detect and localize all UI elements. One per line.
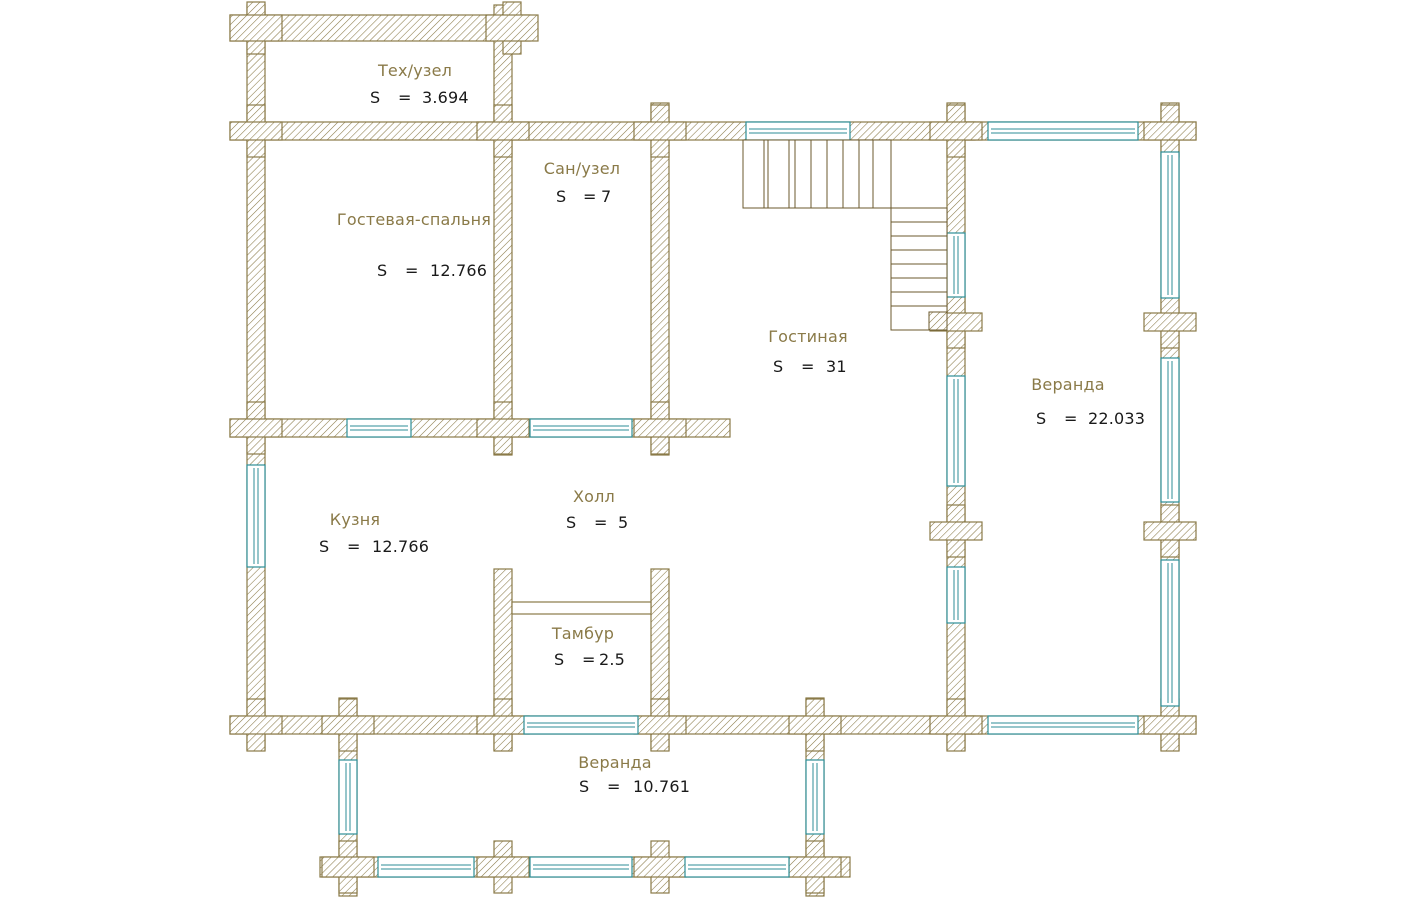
room-area: 2.5 bbox=[599, 650, 625, 669]
wall-segment bbox=[229, 121, 976, 141]
window-pane bbox=[987, 715, 1139, 735]
wall-segment bbox=[321, 715, 375, 735]
stair-newel bbox=[928, 311, 948, 331]
wall-segment bbox=[476, 418, 530, 438]
room-area: 5 bbox=[618, 513, 628, 532]
room-label-veranda-right: Веранда S = 22.033 bbox=[1031, 375, 1145, 428]
wall-segment bbox=[633, 121, 687, 141]
area-prefix: S bbox=[554, 650, 564, 669]
room-area: 7 bbox=[601, 187, 611, 206]
window-pane bbox=[946, 375, 966, 487]
wall-segment bbox=[1143, 715, 1197, 735]
wall-segment bbox=[321, 856, 375, 878]
room-label-hall: Холл S = 5 bbox=[566, 487, 628, 532]
area-equals: = bbox=[594, 513, 608, 532]
window-pane bbox=[346, 418, 412, 438]
window-pane bbox=[987, 121, 1139, 141]
room-label-tech: Тех/узел S = 3.694 bbox=[370, 61, 469, 107]
window-pane bbox=[1160, 559, 1180, 707]
room-area: 10.761 bbox=[633, 777, 690, 796]
wall-segment bbox=[929, 521, 983, 541]
window-pane bbox=[1160, 151, 1180, 299]
window-pane bbox=[684, 856, 790, 878]
room-area: 12.766 bbox=[372, 537, 429, 556]
room-area: 3.694 bbox=[422, 88, 469, 107]
room-name: Веранда bbox=[1031, 375, 1105, 394]
windows bbox=[246, 121, 1180, 878]
stair-flight-lower bbox=[890, 207, 948, 331]
wall-segment bbox=[485, 14, 539, 42]
wall-segment bbox=[929, 715, 983, 735]
area-equals: = bbox=[582, 650, 596, 669]
window-pane bbox=[1160, 357, 1180, 503]
room-label-living: Гостиная S = 31 bbox=[768, 327, 848, 376]
area-equals: = bbox=[583, 187, 597, 206]
room-name: Тех/узел bbox=[377, 61, 452, 80]
window-pane bbox=[377, 856, 475, 878]
area-prefix: S bbox=[556, 187, 566, 206]
room-name: Холл bbox=[573, 487, 615, 506]
window-pane bbox=[946, 566, 966, 624]
area-prefix: S bbox=[319, 537, 329, 556]
window-pane bbox=[523, 715, 639, 735]
wall-segment bbox=[493, 4, 513, 456]
wall-segment bbox=[650, 102, 670, 456]
area-prefix: S bbox=[579, 777, 589, 796]
area-equals: = bbox=[801, 357, 815, 376]
wall-segment bbox=[1143, 121, 1197, 141]
area-prefix: S bbox=[370, 88, 380, 107]
window-pane bbox=[529, 856, 633, 878]
area-equals: = bbox=[398, 88, 412, 107]
room-name: Тамбур bbox=[551, 624, 614, 643]
wall-segment bbox=[788, 856, 842, 878]
wall-segment bbox=[633, 715, 687, 735]
room-area: 22.033 bbox=[1088, 409, 1145, 428]
wall-segment bbox=[229, 14, 283, 42]
room-name: Сан/узел bbox=[544, 159, 620, 178]
wall-segment bbox=[788, 715, 842, 735]
wall-segment bbox=[229, 418, 283, 438]
room-label-bath: Сан/узел S = 7 bbox=[544, 159, 620, 206]
room-area: 31 bbox=[826, 357, 847, 376]
window-pane bbox=[529, 418, 633, 438]
window-pane bbox=[246, 464, 266, 568]
staircase bbox=[742, 139, 948, 331]
room-name: Веранда bbox=[578, 753, 652, 772]
area-prefix: S bbox=[377, 261, 387, 280]
tambour-threshold bbox=[511, 601, 652, 615]
room-area: 12.766 bbox=[430, 261, 487, 280]
window-pane bbox=[805, 759, 825, 835]
wall-segment bbox=[476, 715, 530, 735]
wall-segment bbox=[1143, 521, 1197, 541]
room-label-forge: Кузня S = 12.766 bbox=[319, 510, 429, 556]
window-pane bbox=[745, 121, 851, 141]
room-name: Гостиная bbox=[768, 327, 848, 346]
area-prefix: S bbox=[566, 513, 576, 532]
area-equals: = bbox=[607, 777, 621, 796]
room-label-tambour: Тамбур S = 2.5 bbox=[551, 624, 625, 669]
wall-segment bbox=[633, 856, 687, 878]
room-name: Гостевая-спальня bbox=[337, 210, 491, 229]
area-prefix: S bbox=[1036, 409, 1046, 428]
room-name: Кузня bbox=[330, 510, 380, 529]
area-equals: = bbox=[405, 261, 419, 280]
area-equals: = bbox=[347, 537, 361, 556]
wall-segment bbox=[476, 121, 530, 141]
stair-flight-upper bbox=[742, 139, 892, 209]
window-pane bbox=[946, 232, 966, 298]
room-label-guest: Гостевая-спальня S = 12.766 bbox=[337, 210, 491, 280]
window-pane bbox=[338, 759, 358, 835]
room-label-veranda-bottom: Веранда S = 10.761 bbox=[578, 753, 690, 796]
wall-segment bbox=[476, 856, 530, 878]
wall-segment bbox=[1143, 312, 1197, 332]
area-prefix: S bbox=[773, 357, 783, 376]
area-equals: = bbox=[1064, 409, 1078, 428]
wall-segment bbox=[929, 121, 983, 141]
wall-segment bbox=[633, 418, 687, 438]
wall-segment bbox=[229, 715, 283, 735]
wall-segment bbox=[229, 121, 283, 141]
